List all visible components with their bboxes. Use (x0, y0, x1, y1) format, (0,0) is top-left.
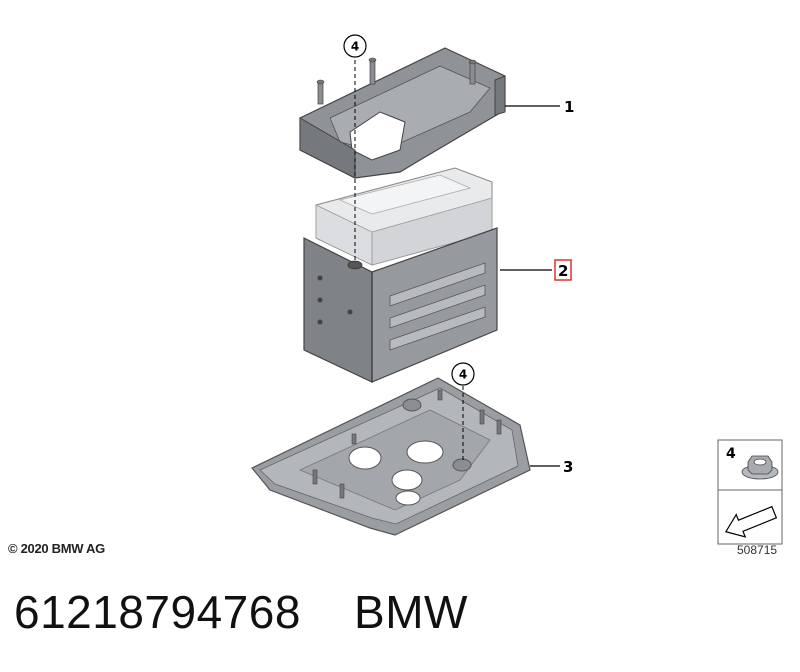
highlight-box (554, 259, 572, 281)
flange-nut-icon (741, 455, 779, 480)
base-plate-part[interactable] (251, 377, 531, 536)
circle-callout-bottom[interactable]: 4 (451, 362, 475, 386)
circle-callout-top[interactable]: 4 (343, 34, 367, 58)
battery-housing-part[interactable] (303, 167, 498, 383)
part-callout-3[interactable]: 3 (563, 458, 573, 476)
circle-callout-label: 4 (351, 40, 359, 54)
part-title: 61218794768 BMW (14, 586, 468, 638)
part-callout-1[interactable]: 1 (564, 98, 574, 116)
part-callout-2[interactable]: 2 (558, 262, 568, 280)
direction-arrow-icon (724, 505, 778, 538)
diagram-id: 508715 (737, 543, 778, 557)
top-bracket-part[interactable] (299, 47, 506, 179)
legend-box: 4 (717, 439, 783, 545)
circle-callout-label: 4 (459, 368, 467, 382)
legend-item-number: 4 (726, 446, 736, 462)
copyright-text: © 2020 BMW AG (8, 541, 105, 556)
